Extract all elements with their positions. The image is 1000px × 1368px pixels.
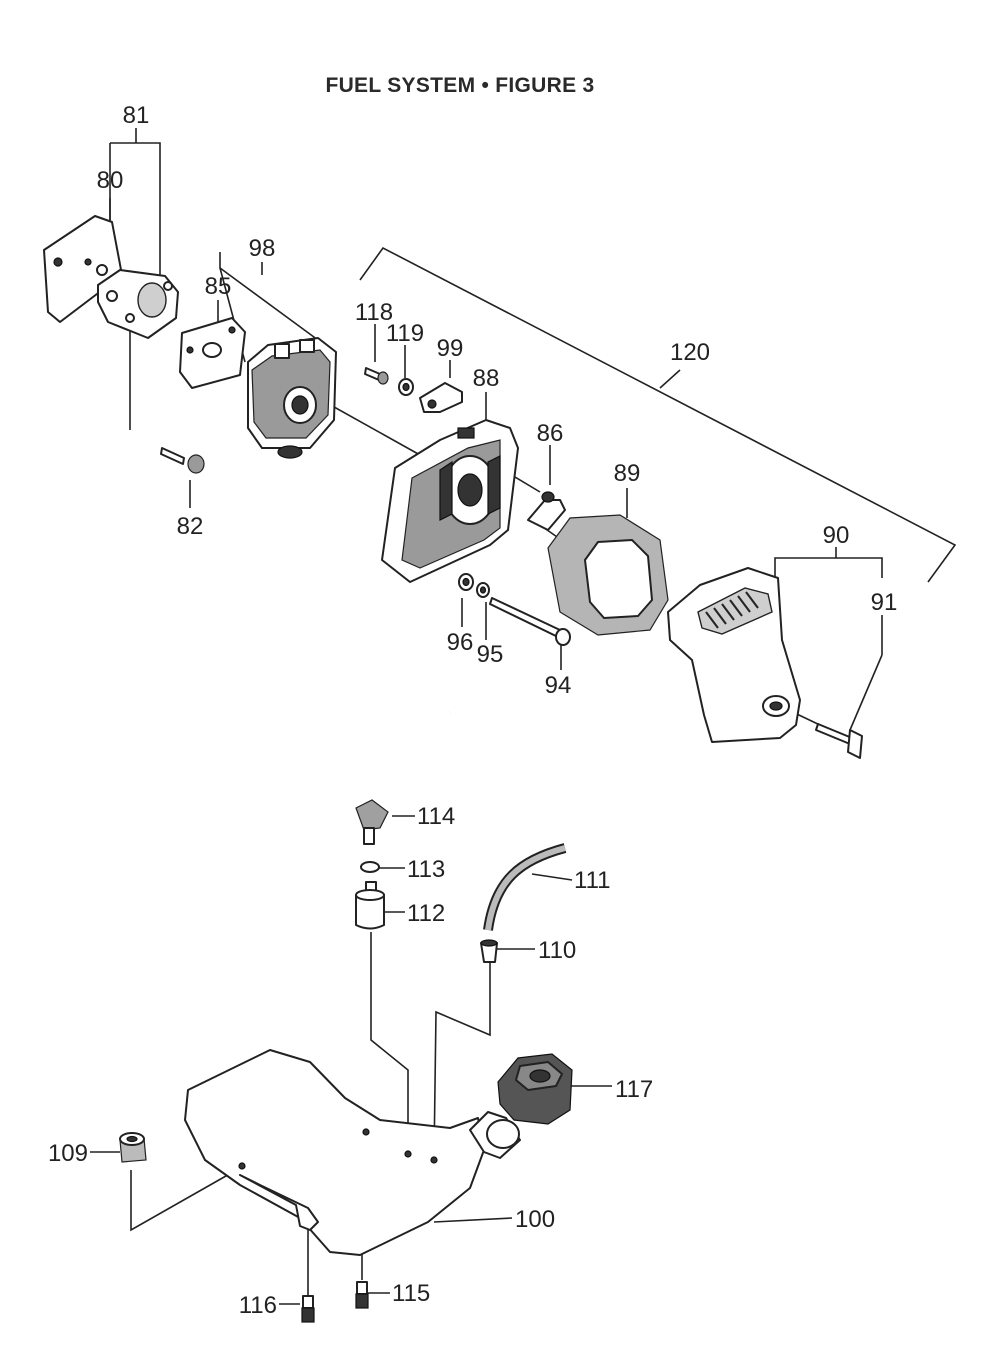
part-119-washer	[398, 378, 414, 396]
part-118-screw	[364, 367, 389, 385]
label-86: 86	[537, 420, 564, 447]
label-88: 88	[473, 365, 500, 392]
label-115: 115	[392, 1280, 430, 1307]
label-119: 119	[386, 320, 424, 347]
part-96-washer	[458, 573, 474, 591]
part-88-air-cleaner-base	[381, 419, 519, 583]
part-98-carburetor	[247, 337, 337, 459]
part-110-grommet	[480, 939, 498, 963]
label-99: 99	[437, 335, 464, 362]
label-110: 110	[538, 937, 576, 964]
label-95: 95	[477, 641, 504, 668]
label-91: 91	[871, 589, 898, 616]
part-111-fuel-line	[483, 843, 567, 931]
part-94-bolt	[489, 597, 571, 646]
label-96: 96	[447, 629, 474, 656]
part-116-screw	[301, 1295, 315, 1323]
label-81: 81	[123, 102, 150, 129]
part-115-screw	[355, 1281, 369, 1309]
label-90: 90	[823, 522, 850, 549]
part-91-screw	[815, 723, 863, 759]
label-80: 80	[97, 167, 124, 194]
label-120: 120	[670, 339, 710, 366]
part-99-bracket	[419, 382, 463, 413]
part-89-air-filter	[547, 514, 669, 636]
part-112-fuel-filter	[355, 881, 385, 930]
part-86-choke	[527, 491, 566, 531]
part-113-clip	[360, 861, 380, 873]
label-113: 113	[407, 856, 445, 883]
part-117-fuel-cap	[497, 1053, 573, 1125]
label-109: 109	[48, 1140, 88, 1167]
part-100-fuel-tank	[184, 1049, 521, 1256]
part-95-washer	[476, 582, 490, 598]
label-82: 82	[177, 513, 204, 540]
label-114: 114	[417, 803, 455, 830]
part-114-fuel-filter-hose	[355, 711, 453, 845]
label-118: 118	[355, 299, 393, 326]
label-89: 89	[614, 460, 641, 487]
part-81-insulator	[97, 269, 179, 339]
part-82-screw	[160, 447, 205, 474]
label-111: 111	[574, 867, 610, 894]
label-117: 117	[615, 1076, 653, 1103]
part-109-bushing	[119, 1132, 147, 1163]
part-labels: 81 80 98 85 82 118 119 99 88 120 86 89 9…	[48, 102, 897, 1319]
part-85-gasket	[179, 317, 246, 389]
label-116: 116	[239, 1292, 277, 1319]
label-100: 100	[515, 1206, 555, 1233]
part-90-air-cleaner-cover	[667, 567, 801, 743]
label-112: 112	[407, 900, 445, 927]
diagram-title: FUEL SYSTEM • FIGURE 3	[325, 74, 595, 97]
label-94: 94	[545, 672, 572, 699]
label-85: 85	[205, 273, 232, 300]
label-98: 98	[249, 235, 276, 262]
